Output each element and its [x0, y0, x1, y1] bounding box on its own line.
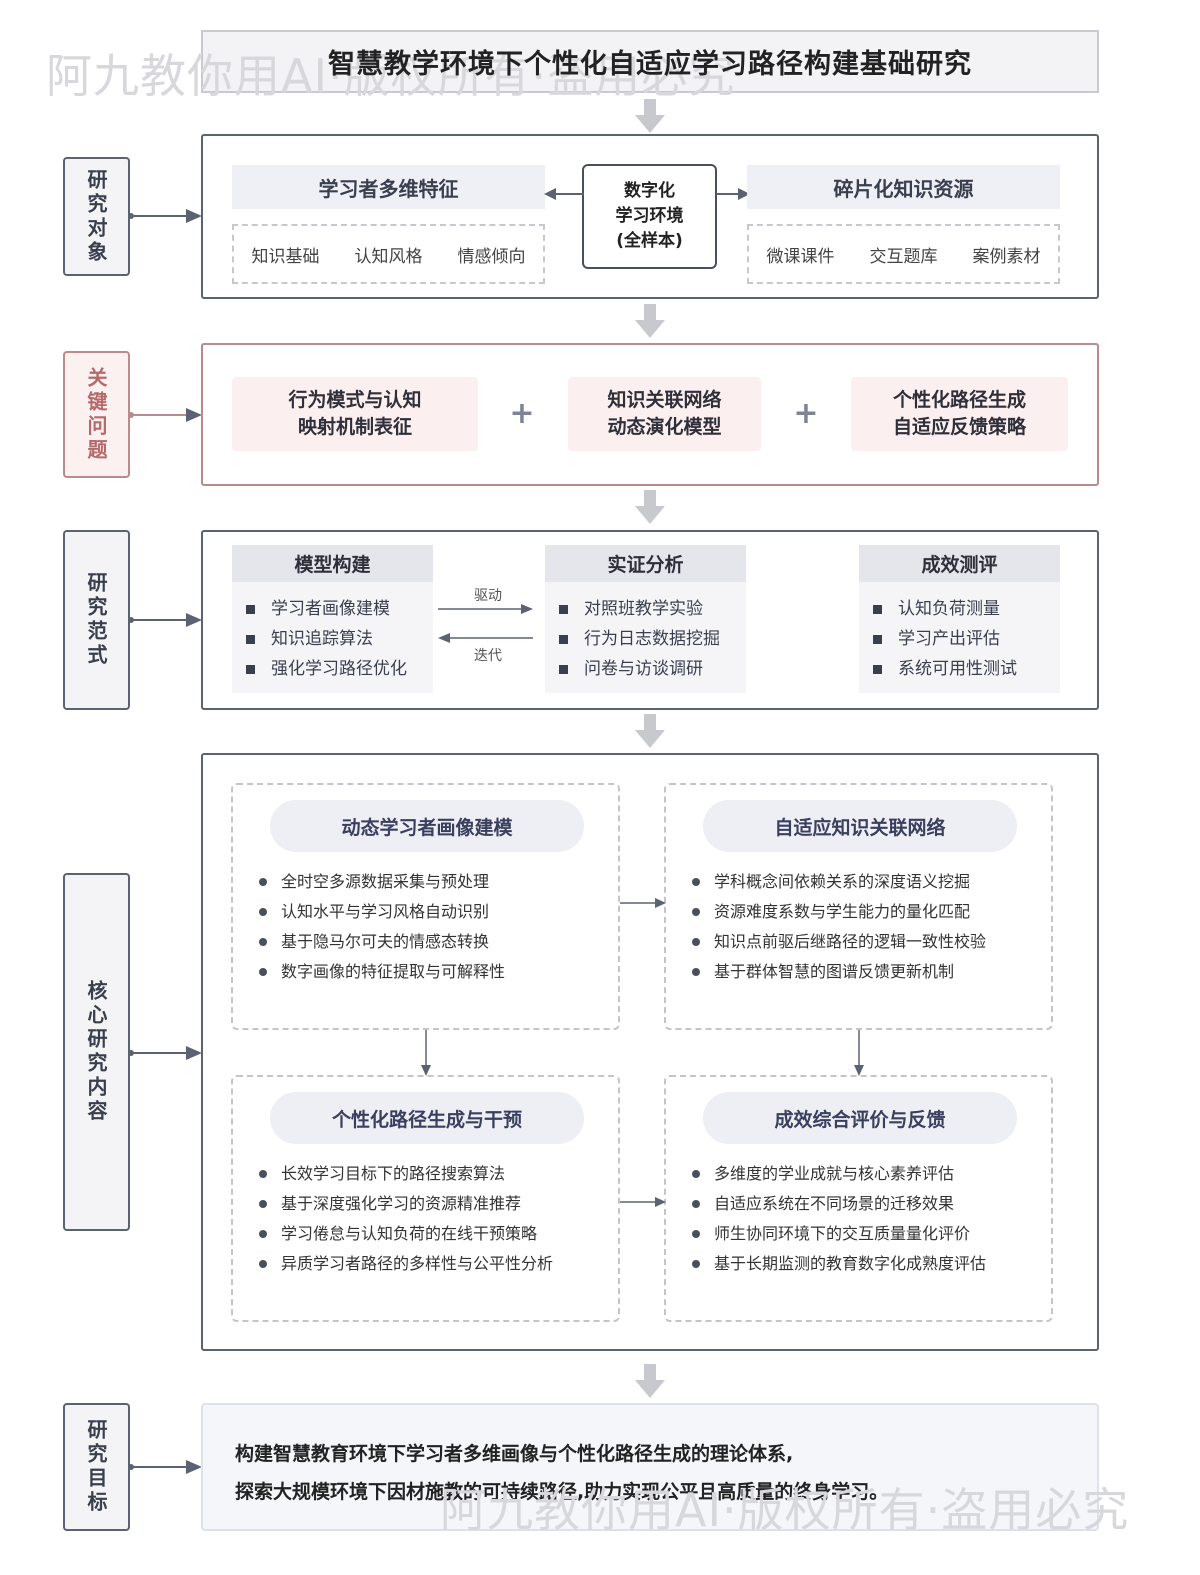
side-label-goal: 研究目标 — [63, 1403, 130, 1531]
digital-environment-box: 数字化 学习环境 (全样本) — [582, 164, 717, 269]
list-item: 强化学习路径优化 — [246, 654, 433, 684]
learner-features-head: 学习者多维特征 — [232, 165, 545, 209]
connector-arrow-icon — [128, 1460, 202, 1474]
arrow-right-icon — [620, 1197, 666, 1207]
arrow-right-icon — [716, 188, 750, 200]
feature-item: 知识基础 — [251, 246, 320, 267]
core-box-learner-profile: 动态学习者画像建模 全时空多源数据采集与预处理 认知水平与学习风格自动识别 基于… — [231, 783, 620, 1030]
resource-item: 微课课件 — [766, 246, 835, 267]
list-item: 知识追踪算法 — [246, 624, 433, 654]
iterate-label: 迭代 — [474, 648, 502, 664]
connector-arrow-icon — [128, 613, 202, 627]
list-item: 基于隐马尔可夫的情感态转换 — [259, 927, 505, 957]
plus-icon: + — [509, 396, 535, 431]
core-box-title: 个性化路径生成与干预 — [270, 1092, 584, 1144]
list-item: 学科概念间依赖关系的深度语义挖掘 — [692, 867, 986, 897]
plus-icon: + — [793, 396, 819, 431]
problem-card-2: 知识关联网络 动态演化模型 — [568, 377, 761, 451]
list-item: 异质学习者路径的多样性与公平性分析 — [259, 1249, 553, 1279]
side-label-paradigm: 研究范式 — [63, 530, 130, 710]
feature-item: 认知风格 — [354, 246, 423, 267]
arrow-right-icon — [620, 898, 666, 908]
core-box-title: 成效综合评价与反馈 — [703, 1092, 1017, 1144]
list-item: 自适应系统在不同场景的迁移效果 — [692, 1189, 986, 1219]
drive-label: 驱动 — [474, 588, 502, 604]
goal-box: 构建智慧教育环境下学习者多维画像与个性化路径生成的理论体系, 探索大规模环境下因… — [201, 1403, 1099, 1531]
list-item: 多维度的学业成就与核心素养评估 — [692, 1159, 986, 1189]
paradigm-column-evaluation: 成效测评 认知负荷测量 学习产出评估 系统可用性测试 — [859, 545, 1060, 693]
list-item: 认知负荷测量 — [873, 594, 1060, 624]
knowledge-resources-items: 微课课件 交互题库 案例素材 — [747, 224, 1060, 284]
resource-item: 案例素材 — [972, 246, 1041, 267]
list-item: 对照班教学实验 — [559, 594, 746, 624]
problem-card-3: 个性化路径生成 自适应反馈策略 — [851, 377, 1068, 451]
core-box-knowledge-network: 自适应知识关联网络 学科概念间依赖关系的深度语义挖掘 资源难度系数与学生能力的量… — [664, 783, 1053, 1030]
paradigm-column-empirical: 实证分析 对照班教学实验 行为日志数据挖掘 问卷与访谈调研 — [545, 545, 746, 693]
core-box-path-generation: 个性化路径生成与干预 长效学习目标下的路径搜索算法 基于深度强化学习的资源精准推… — [231, 1075, 620, 1322]
list-item: 学习倦怠与认知负荷的在线干预策略 — [259, 1219, 553, 1249]
goal-line-1: 构建智慧教育环境下学习者多维画像与个性化路径生成的理论体系, — [235, 1443, 794, 1465]
feature-item: 情感倾向 — [457, 246, 526, 267]
down-arrow-icon — [635, 99, 665, 133]
connector-arrow-icon — [128, 408, 202, 422]
list-item: 系统可用性测试 — [873, 654, 1060, 684]
down-arrow-icon — [635, 490, 665, 524]
core-box-evaluation: 成效综合评价与反馈 多维度的学业成就与核心素养评估 自适应系统在不同场景的迁移效… — [664, 1075, 1053, 1322]
list-item: 基于长期监测的教育数字化成熟度评估 — [692, 1249, 986, 1279]
core-box-title: 自适应知识关联网络 — [703, 800, 1017, 852]
list-item: 基于深度强化学习的资源精准推荐 — [259, 1189, 553, 1219]
core-box-title: 动态学习者画像建模 — [270, 800, 584, 852]
connector-arrow-icon — [128, 209, 202, 223]
list-item: 全时空多源数据采集与预处理 — [259, 867, 505, 897]
list-item: 认知水平与学习风格自动识别 — [259, 897, 505, 927]
list-item: 知识点前驱后继路径的逻辑一致性校验 — [692, 927, 986, 957]
learner-features-items: 知识基础 认知风格 情感倾向 — [232, 224, 545, 284]
list-item: 学习者画像建模 — [246, 594, 433, 624]
title-box: 智慧教学环境下个性化自适应学习路径构建基础研究 — [201, 30, 1099, 93]
list-item: 师生协同环境下的交互质量量化评价 — [692, 1219, 986, 1249]
list-item: 基于群体智慧的图谱反馈更新机制 — [692, 957, 986, 987]
down-arrow-icon — [635, 1364, 665, 1398]
list-item: 行为日志数据挖掘 — [559, 624, 746, 654]
arrow-right-icon — [438, 604, 533, 614]
list-item: 数字画像的特征提取与可解释性 — [259, 957, 505, 987]
side-label-object: 研究对象 — [63, 157, 130, 276]
side-label-core: 核心研究内容 — [63, 873, 130, 1231]
arrow-left-icon — [438, 633, 533, 643]
page-title: 智慧教学环境下个性化自适应学习路径构建基础研究 — [328, 49, 972, 80]
side-label-problem: 关键问题 — [63, 351, 130, 478]
knowledge-resources-head: 碎片化知识资源 — [747, 165, 1060, 209]
list-item: 资源难度系数与学生能力的量化匹配 — [692, 897, 986, 927]
list-item: 问卷与访谈调研 — [559, 654, 746, 684]
arrow-down-icon — [421, 1030, 431, 1076]
down-arrow-icon — [635, 304, 665, 338]
goal-line-2: 探索大规模环境下因材施教的可持续路径,助力实现公平且高质量的终身学习。 — [235, 1481, 889, 1503]
arrow-down-icon — [854, 1030, 864, 1076]
connector-arrow-icon — [128, 1046, 202, 1060]
resource-item: 交互题库 — [869, 246, 938, 267]
down-arrow-icon — [635, 714, 665, 748]
list-item: 长效学习目标下的路径搜索算法 — [259, 1159, 553, 1189]
arrow-left-icon — [544, 188, 584, 200]
list-item: 学习产出评估 — [873, 624, 1060, 654]
paradigm-column-model: 模型构建 学习者画像建模 知识追踪算法 强化学习路径优化 — [232, 545, 433, 693]
problem-card-1: 行为模式与认知 映射机制表征 — [232, 377, 478, 451]
